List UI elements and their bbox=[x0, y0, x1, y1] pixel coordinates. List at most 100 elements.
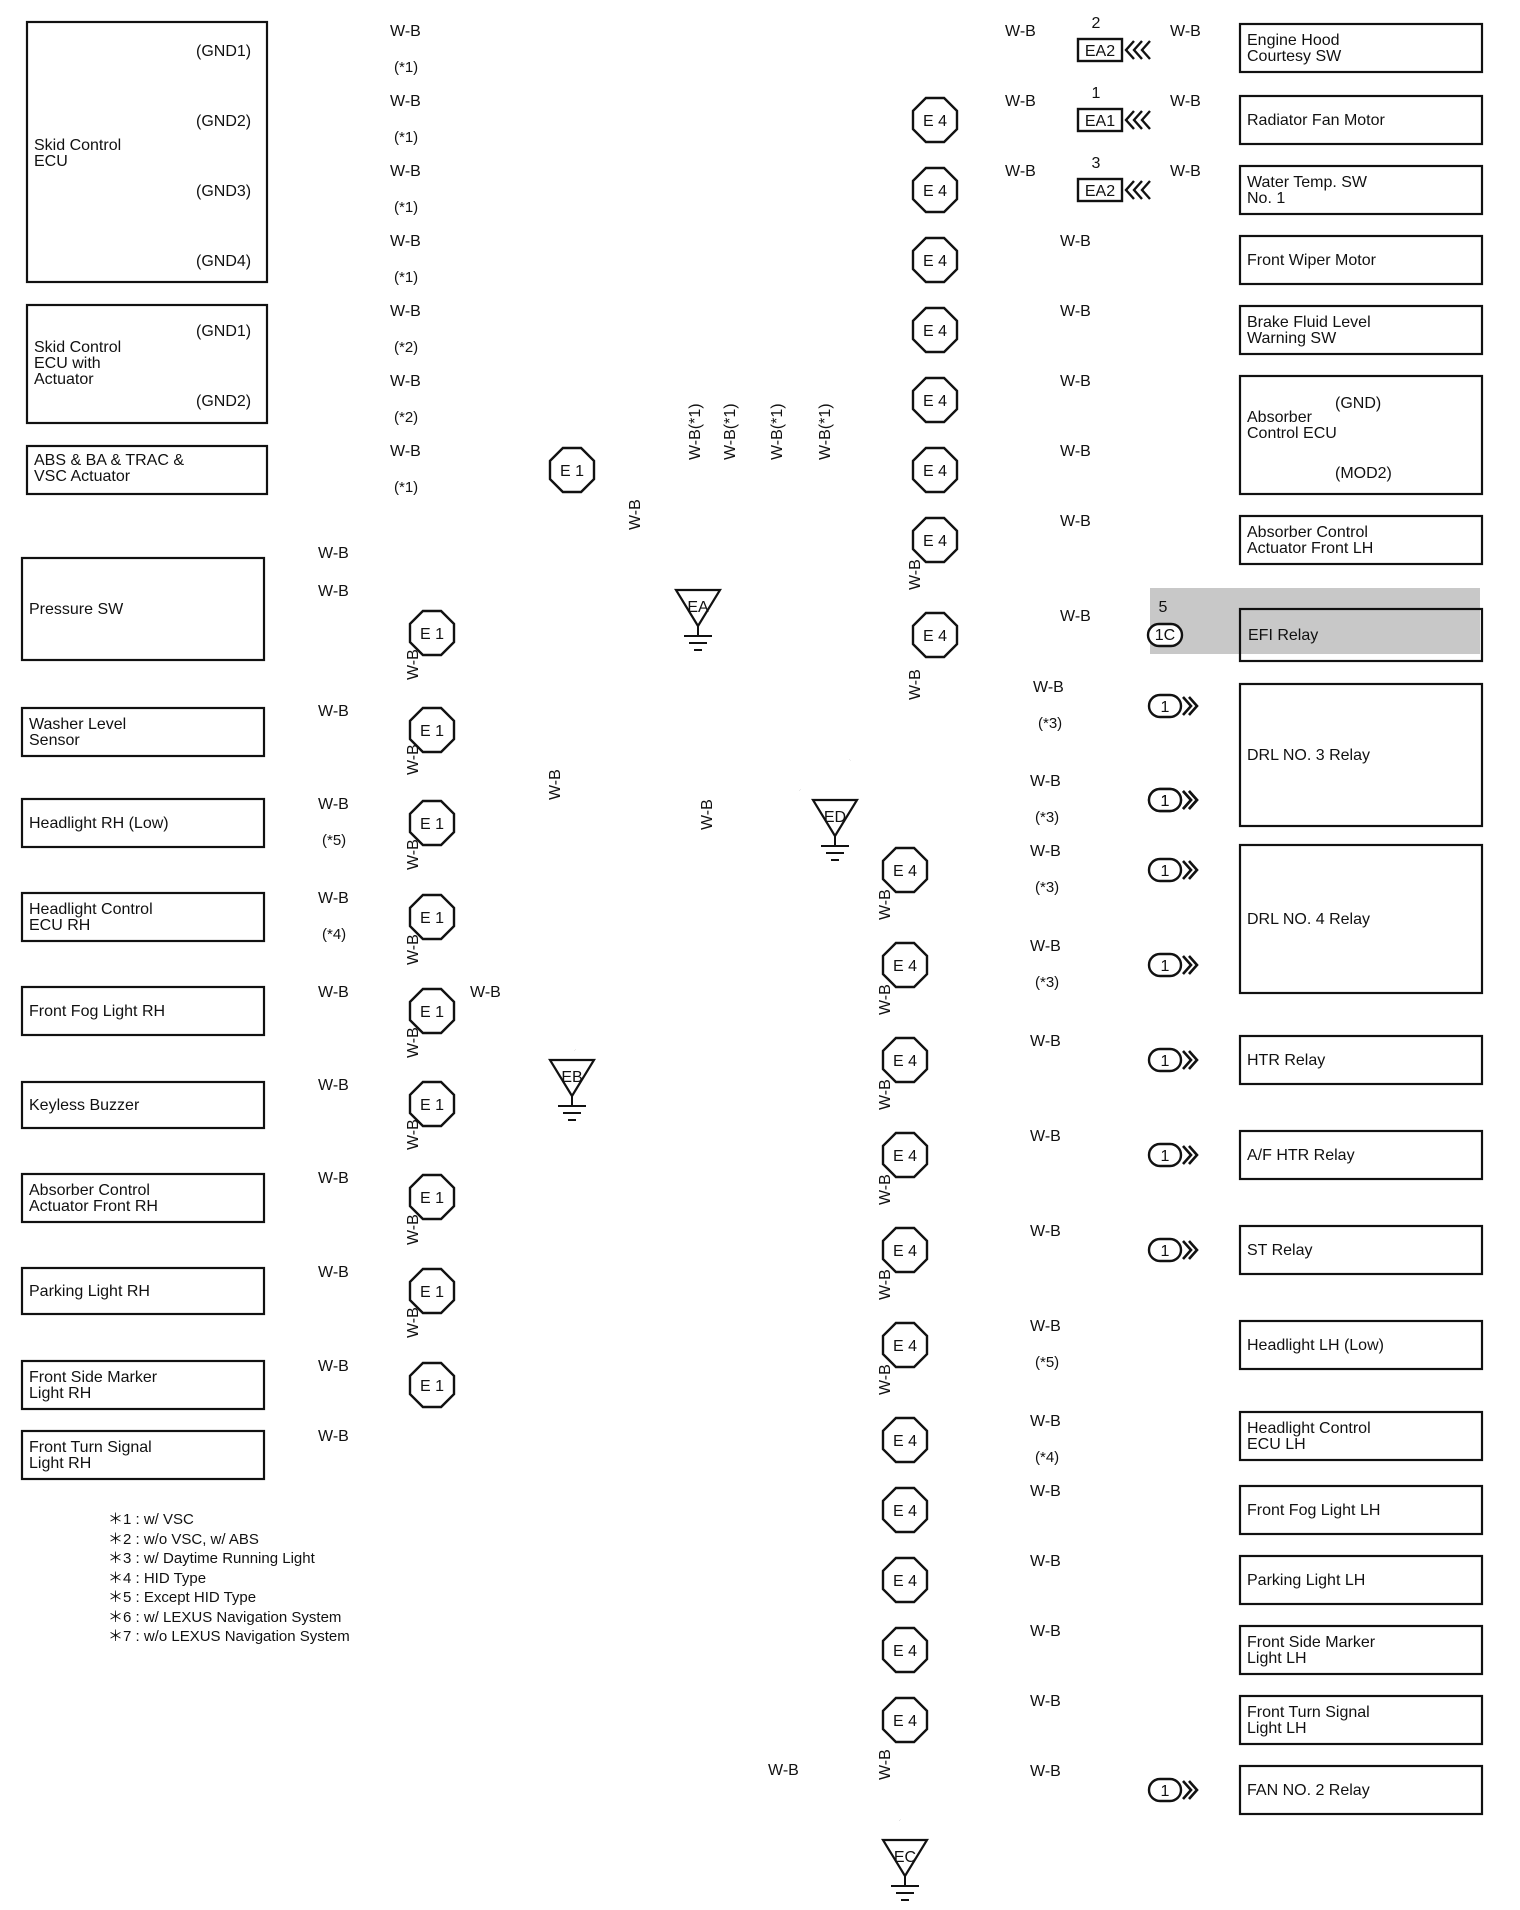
park-rh-box bbox=[20, 1266, 266, 1316]
connector-e4-top-4-label: E 4 bbox=[923, 323, 947, 340]
hl-rh-box bbox=[20, 797, 266, 849]
turn-rh-label-2: Light RH bbox=[29, 1455, 91, 1472]
connector-e4-bottom-9 bbox=[881, 1486, 929, 1534]
right-side-lh-box bbox=[1238, 1624, 1484, 1676]
connector-e1-top-label: E 1 bbox=[560, 463, 584, 480]
wire-turn-rh-core bbox=[268, 1455, 434, 1472]
keyless-box bbox=[20, 1080, 266, 1130]
washer-label-1: Washer Level bbox=[29, 716, 126, 733]
connector-ea1-2-arrow-3 bbox=[1140, 110, 1151, 130]
skid-control-ecu-label-1: Skid Control bbox=[34, 137, 121, 154]
right-abs-act-lh-box bbox=[1238, 514, 1484, 566]
connector-e4-bottom-9-label: E 4 bbox=[893, 1503, 917, 1520]
connector-ea2-3-arrow-2 bbox=[1132, 180, 1143, 200]
wire-label-right-bottom-9: W-B bbox=[1030, 1483, 1061, 1500]
absorber-ecu-pin-mod2: (MOD2) bbox=[1335, 465, 1392, 482]
wire-label-e4-bus-top-1: W-B bbox=[907, 559, 924, 590]
wire-label-e1-bus-1: W-B bbox=[405, 649, 422, 680]
right-st-label-1: ST Relay bbox=[1247, 1242, 1313, 1259]
skid-control-ecu-actuator-pin-2: (GND2) bbox=[196, 393, 251, 410]
skid-control-ecu-label-2: ECU bbox=[34, 153, 68, 170]
connector-ea1-pin-2: 1 bbox=[1092, 85, 1101, 102]
connector-ea2-3 bbox=[1076, 177, 1124, 203]
pin-right-bottom-4-arrow-2 bbox=[1188, 1050, 1199, 1070]
connector-e1-5-label: E 1 bbox=[420, 1004, 444, 1021]
wire-label-right-bottom-10: W-B bbox=[1030, 1553, 1061, 1570]
right-abs-act-lh-label-1: Absorber Control bbox=[1247, 524, 1368, 541]
right-fog-lh-label-1: Front Fog Light LH bbox=[1247, 1502, 1380, 1519]
wire-gnd-3-core bbox=[268, 188, 762, 591]
wire-act-gnd1-core bbox=[268, 328, 620, 471]
right-side-lh-label-2: Light LH bbox=[1247, 1650, 1307, 1667]
wire-label-e4-bus-bottom-2: W-B bbox=[877, 984, 894, 1015]
connector-e4-bottom-5 bbox=[881, 1131, 929, 1179]
wire-label-right-bottom-6: W-B bbox=[1030, 1223, 1061, 1240]
pin-right-bottom-13-arrow-1 bbox=[1182, 1780, 1193, 1800]
right-brake-fluid-label-2: Warning SW bbox=[1247, 330, 1337, 347]
side-rh-box bbox=[20, 1359, 266, 1411]
wire-label-gnd-1: W-B bbox=[390, 23, 421, 40]
right-hl-ecu-lh-label-1: Headlight Control bbox=[1247, 1420, 1371, 1437]
wire-label-right-top-9: W-B bbox=[1060, 608, 1091, 625]
wire-label-e4-bus-top-2: W-B bbox=[907, 669, 924, 700]
connector-ea2-1-arrow-1 bbox=[1124, 40, 1135, 60]
connector-e4-bottom-2 bbox=[881, 846, 929, 894]
pressure-sw-label-1: Pressure SW bbox=[29, 601, 124, 618]
right-water-temp-label-2: No. 1 bbox=[1247, 190, 1285, 207]
legend-item-1: ＊1 : w/ VSC bbox=[108, 1511, 194, 1528]
connector-e4-bottom-3-label: E 4 bbox=[893, 958, 917, 975]
labels: W-B(*1)W-B(*1)W-B(*1)W-B(*1)Skid Control… bbox=[29, 15, 1392, 1866]
connector-1c-pin: 5 bbox=[1159, 599, 1168, 616]
side-rh-label-1: Front Side Marker bbox=[29, 1369, 158, 1386]
components bbox=[20, 20, 1484, 1901]
wire-label-act-2: W-B bbox=[390, 373, 421, 390]
connector-e4-bottom-12-label: E 4 bbox=[893, 1713, 917, 1730]
skid-control-ecu-pin-3: (GND3) bbox=[196, 183, 251, 200]
wire-e1-to-eb-core bbox=[432, 1009, 577, 1052]
pin-right-bottom-2 bbox=[1147, 857, 1183, 883]
right-side-lh-label-1: Front Side Marker bbox=[1247, 1634, 1376, 1651]
wire-label-right-bottom-8: W-B bbox=[1030, 1413, 1061, 1430]
connector-ea1-2 bbox=[1076, 107, 1124, 133]
connector-e4-top-7-label: E 4 bbox=[923, 533, 947, 550]
note-gnd-3: (*1) bbox=[394, 199, 418, 216]
legend: ＊1 : w/ VSC ＊2 : w/o VSC, w/ ABS ＊3 : w/… bbox=[108, 1510, 350, 1647]
right-hl-lh-box bbox=[1238, 1319, 1484, 1371]
right-park-lh-box bbox=[1238, 1554, 1484, 1606]
wire-label-right-top-out-3: W-B bbox=[1170, 163, 1201, 180]
pin-right-bottom-4-label: 1 bbox=[1161, 1053, 1170, 1070]
wire-label-right-top-1: W-B bbox=[1005, 23, 1036, 40]
right-turn-lh-label-1: Front Turn Signal bbox=[1247, 1704, 1370, 1721]
skid-control-ecu-pin-4: (GND4) bbox=[196, 253, 251, 270]
pin-right-bottom-1-arrow-1 bbox=[1182, 790, 1193, 810]
wire-gnd-4 bbox=[268, 259, 709, 591]
pin-right-bottom-13-label: 1 bbox=[1161, 1783, 1170, 1800]
connector-e4-bottom-2-label: E 4 bbox=[893, 863, 917, 880]
efi-relay-shading bbox=[1150, 588, 1480, 654]
pin-right-bottom-6-arrow-2 bbox=[1188, 1240, 1199, 1260]
wire-label-left-7: W-B bbox=[318, 1170, 349, 1187]
right-htr-box bbox=[1238, 1034, 1484, 1086]
connector-ea2-1 bbox=[1076, 37, 1124, 63]
pin-right-bottom-6-label: 1 bbox=[1161, 1243, 1170, 1260]
connector-e4-top-2-label: E 4 bbox=[923, 183, 947, 200]
connector-ea1-2-arrow-1 bbox=[1124, 110, 1135, 130]
pin-right-bottom-2-arrow-1 bbox=[1182, 860, 1193, 880]
wire-label-pressure-top: W-B bbox=[318, 545, 349, 562]
connector-e4-top-7 bbox=[911, 516, 959, 564]
pin-right-bottom-3-label: 1 bbox=[1161, 958, 1170, 975]
wire-label-left-1: W-B bbox=[318, 583, 349, 600]
skid-control-ecu-pin-1: (GND1) bbox=[196, 43, 251, 60]
right-water-temp-box bbox=[1238, 164, 1484, 216]
wire-label-left-4: W-B bbox=[318, 890, 349, 907]
wire-label-right-bottom-3: W-B bbox=[1030, 938, 1061, 955]
right-htr-label-1: HTR Relay bbox=[1247, 1052, 1325, 1069]
wire-turn-rh bbox=[268, 1455, 433, 1471]
wire-label-ed-ec: W-B bbox=[699, 799, 716, 830]
right-drl-3-relay-box bbox=[1238, 682, 1484, 828]
connector-ea2-pin-1: 2 bbox=[1092, 15, 1101, 32]
wire-gnd-4-core bbox=[268, 258, 710, 591]
connector-e4-top-6-label: E 4 bbox=[923, 463, 947, 480]
connector-e4-top-3 bbox=[911, 236, 959, 284]
pin-right-bottom-3-arrow-1 bbox=[1182, 955, 1193, 975]
